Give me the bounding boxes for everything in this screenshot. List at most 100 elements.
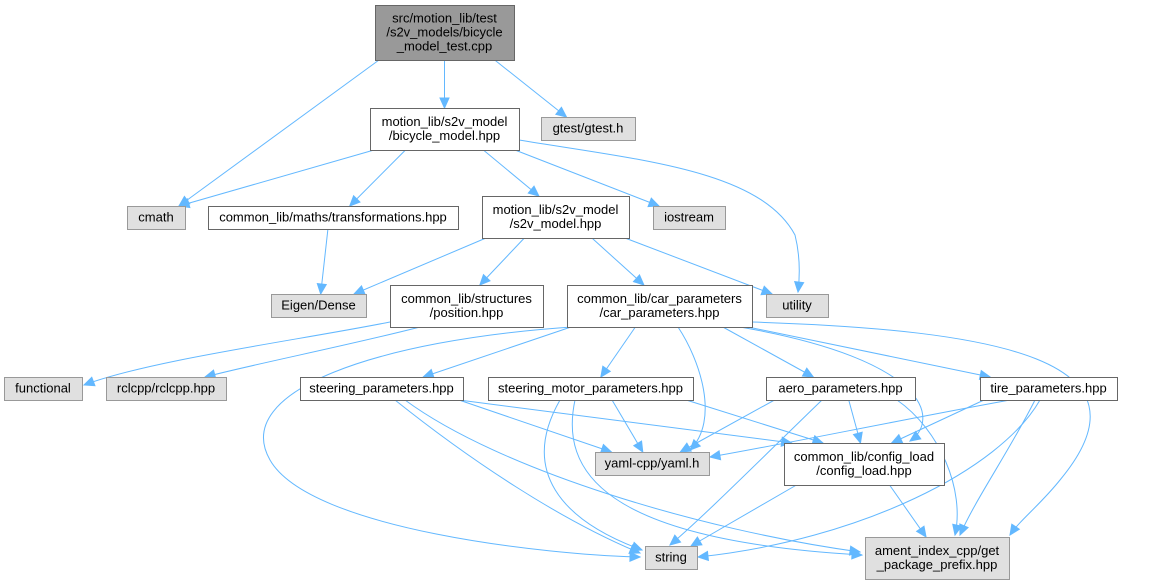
node-box [375, 5, 515, 61]
edge-steering_motor_parameters-to-yaml [611, 399, 644, 454]
node-box [645, 546, 698, 570]
edge-tire_parameters-to-ament [959, 399, 1036, 537]
edge-s2v_model-to-position [479, 237, 525, 286]
node-label: aero_parameters.hpp [778, 381, 902, 396]
node-box [208, 206, 459, 230]
node-box [390, 285, 544, 328]
arrowhead-icon [629, 551, 642, 563]
arrowhead-icon [600, 365, 612, 379]
nodes-layer: src/motion_lib/test/s2v_models/bicycle_m… [4, 5, 1118, 580]
arrowhead-icon [801, 367, 815, 378]
node-steering-parameters[interactable]: steering_parameters.hpp [300, 377, 464, 401]
arrowhead-icon [915, 525, 927, 538]
arrowhead-icon [760, 285, 774, 296]
edge-line [889, 484, 927, 538]
edge-config_load-to-ament [889, 484, 927, 538]
edge-line [722, 326, 814, 378]
node-car-parameters[interactable]: common_lib/car_parameters/car_parameters… [567, 285, 753, 328]
node-box [106, 377, 227, 401]
node-bicycle-model[interactable]: motion_lib/s2v_model/bicycle_model.hpp [370, 108, 520, 151]
node-label: src/motion_lib/test [392, 11, 497, 26]
node-box [766, 377, 916, 401]
node-box [300, 377, 464, 401]
edge-line [494, 59, 567, 118]
arrowhead-icon [890, 433, 904, 444]
arrowhead-icon [82, 376, 96, 387]
edge-line [686, 399, 824, 444]
arrowhead-icon [669, 534, 682, 546]
edge-root-to-bicycle_model [439, 60, 450, 110]
node-box [766, 294, 829, 318]
arrowhead-icon [422, 368, 435, 379]
edge-car_parameters-to-ament [751, 321, 1091, 537]
node-box [653, 206, 726, 230]
node-s2v-model[interactable]: motion_lib/s2v_model/s2v_model.hpp [482, 196, 630, 239]
edge-s2v_model-to-car_parameters [591, 237, 645, 286]
node-position[interactable]: common_lib/structures/position.hpp [390, 285, 544, 328]
arrowhead-icon [909, 430, 922, 442]
node-label: /s2v_model.hpp [510, 216, 602, 231]
node-ament: ament_index_cpp/get_package_prefix.hpp [865, 537, 1010, 580]
edge-line [697, 399, 1041, 558]
node-yaml: yaml-cpp/yaml.h [595, 452, 710, 476]
edge-car_parameters-to-tire_parameters [747, 326, 992, 381]
node-utility: utility [766, 294, 829, 318]
node-config-load[interactable]: common_lib/config_load/config_load.hpp [784, 443, 945, 486]
edge-line [751, 321, 1091, 536]
node-label: iostream [664, 210, 714, 225]
edge-line [591, 237, 645, 286]
arrowhead-icon [851, 549, 864, 560]
node-label: ament_index_cpp/get [875, 543, 1000, 558]
node-box [482, 196, 630, 239]
edge-config_load-to-string [689, 484, 797, 547]
arrowhead-icon [852, 431, 863, 445]
edge-aero_parameters-to-yaml [679, 399, 775, 453]
edge-root-to-cmath [178, 59, 380, 207]
node-label: common_lib/car_parameters [577, 291, 742, 306]
node-root[interactable]: src/motion_lib/test/s2v_models/bicycle_m… [375, 5, 515, 61]
arrowhead-icon [630, 541, 644, 552]
arrowhead-icon [647, 197, 661, 208]
node-label: steering_parameters.hpp [309, 381, 454, 396]
node-label: common_lib/structures [401, 291, 532, 306]
node-label: Eigen/Dense [281, 298, 355, 313]
node-label: /s2v_models/bicycle [386, 25, 502, 40]
node-transformations[interactable]: common_lib/maths/transformations.hpp [208, 206, 459, 230]
node-box [370, 108, 520, 151]
edge-car_parameters-to-aero_parameters [722, 326, 815, 378]
edge-steering_motor_parameters-to-string [543, 399, 644, 552]
arrowhead-icon [696, 550, 709, 562]
edge-line [747, 326, 991, 378]
node-label: utility [782, 298, 812, 313]
node-label: motion_lib/s2v_model [382, 114, 508, 129]
node-box [4, 377, 83, 401]
arrowhead-icon [316, 282, 328, 296]
edge-line [178, 149, 375, 207]
node-tire-parameters[interactable]: tire_parameters.hpp [980, 377, 1118, 401]
arrowhead-icon [439, 97, 450, 110]
node-gtest: gtest/gtest.h [541, 117, 636, 141]
edges-layer [82, 59, 1091, 563]
node-label: tire_parameters.hpp [990, 381, 1106, 396]
node-box [865, 537, 1010, 580]
arrowhead-icon [708, 450, 722, 461]
edge-line [178, 59, 380, 207]
edge-tire_parameters-to-string [696, 399, 1041, 562]
edge-s2v_model-to-utility [624, 237, 774, 296]
edge-tire_parameters-to-config_load [890, 399, 985, 444]
edge-line [394, 399, 641, 554]
arrowhead-icon [679, 442, 693, 453]
edge-line [677, 326, 706, 451]
node-label: /bicycle_model.hpp [389, 128, 500, 143]
node-iostream: iostream [653, 206, 726, 230]
arrowhead-icon [348, 194, 361, 207]
arrowhead-icon [689, 536, 703, 547]
node-steering-motor-parameters[interactable]: steering_motor_parameters.hpp [488, 377, 694, 401]
arrowhead-icon [599, 443, 613, 454]
edge-line [263, 326, 641, 558]
edge-line [896, 399, 958, 536]
node-label: functional [15, 381, 71, 396]
node-box [127, 206, 186, 230]
node-aero-parameters[interactable]: aero_parameters.hpp [766, 377, 916, 401]
